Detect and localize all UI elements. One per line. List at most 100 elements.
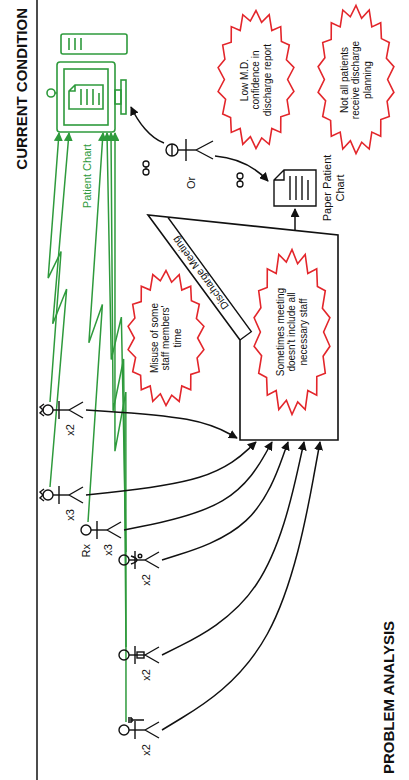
glasses-lens: [237, 173, 243, 179]
count-label: x2: [140, 574, 153, 586]
count-label: x2: [64, 424, 77, 436]
problem-burst: Misuse of some staff members' time: [126, 269, 206, 407]
staff-figure: x3: [42, 483, 84, 507]
staff-figure: x2: [118, 718, 160, 742]
figure-arms: [96, 521, 97, 539]
chart-access-arrow: [115, 133, 126, 722]
figure-head: [43, 405, 53, 415]
stick-figure: [118, 718, 160, 742]
count-label: x3: [64, 509, 77, 521]
count-label: x2: [140, 669, 153, 681]
staff-figure: x2: [118, 548, 160, 572]
meeting-polygon: [148, 215, 338, 440]
doctor-head: [166, 144, 178, 156]
stethoscope: [131, 556, 137, 564]
figure-head: [119, 650, 129, 660]
stethoscope-bell: [138, 554, 142, 558]
burst-outline: [128, 271, 204, 406]
glasses-icon: [143, 161, 149, 175]
problem-text: Not all patients receive discharge plann…: [339, 39, 374, 121]
figure-legs: [69, 487, 83, 503]
flow-arrow: [162, 442, 288, 560]
section-heading: PROBLEM ANALYSIS: [380, 621, 397, 774]
glasses-bridge: [145, 167, 146, 169]
count-label: x2: [140, 744, 153, 756]
flow-arrow: [86, 442, 256, 495]
figure-body: [53, 494, 69, 495]
figure-head: [43, 490, 53, 500]
glasses-icon: [237, 173, 243, 187]
stick-figure: [118, 548, 160, 572]
paper-chart-node: Paper Patient Chart: [272, 168, 318, 208]
problem-text: Sometimes meeting doesn't include all ne…: [275, 286, 310, 378]
burst-text-holder: Low M.D. confidence in discharge report: [239, 42, 274, 118]
figure-arms: [134, 551, 135, 569]
figure-body: [53, 409, 69, 410]
doctor-arrow: [215, 156, 268, 181]
flow-arrow: [294, 209, 296, 230]
computer-tower: [61, 34, 127, 54]
heading-rule: [36, 0, 38, 780]
section-heading: CURRENT CONDITION: [13, 8, 30, 170]
screen-document: [69, 85, 103, 109]
mouse: [47, 89, 55, 97]
figure-hat: [40, 404, 44, 416]
staff-figure: x2: [42, 398, 84, 422]
monitor-stand: [115, 90, 121, 104]
meeting-band: [168, 218, 251, 341]
glasses-lens: [143, 169, 149, 175]
burst-outline: [254, 250, 330, 415]
count-label: x3: [102, 544, 115, 556]
problem-burst: Not all patients receive discharge plann…: [316, 5, 396, 156]
figure-hat: [40, 489, 44, 501]
monitor-base: [121, 80, 126, 114]
figure-apron: [137, 652, 144, 658]
paper-lines: [290, 176, 308, 200]
burst-outline: [218, 11, 294, 149]
flow-arrow: [162, 442, 304, 655]
figure-legs: [145, 647, 159, 663]
figure-head: [119, 725, 129, 735]
meeting-title: Discharge Meeting: [169, 235, 231, 313]
flow-arrow: [86, 410, 237, 438]
figure-head: [119, 555, 129, 565]
count-label: Rx: [80, 544, 93, 557]
glasses-lens: [237, 181, 243, 187]
paper-label-holder: Paper Patient Chart: [321, 148, 346, 228]
figure-legs: [145, 722, 159, 738]
chart-label: Patient Chart: [81, 144, 94, 208]
burst-outline: [318, 6, 394, 154]
burst-text-holder: Misuse of some staff members' time: [149, 301, 184, 375]
stick-figure: [80, 518, 122, 542]
doctor-arms: [185, 139, 186, 161]
tower-slots: [69, 38, 81, 50]
doctor-legs: [196, 141, 213, 159]
chart-access-arrow: [48, 133, 61, 402]
problem-burst: Sometimes meeting doesn't include all ne…: [252, 248, 332, 416]
doctor-body: [178, 149, 196, 150]
burst-text-holder: Not all patients receive discharge plann…: [339, 39, 374, 121]
document-lines: [81, 89, 99, 105]
figure-legs: [69, 402, 83, 418]
figure-legs: [145, 552, 159, 568]
fork-icon: [128, 718, 144, 722]
stick-figure: [42, 398, 84, 422]
or-note: Or: [185, 177, 198, 189]
flow-arrow: [162, 442, 320, 730]
doctor-mask: [171, 144, 172, 156]
chart-label: Paper Patient Chart: [321, 148, 346, 228]
paper-sheet: [274, 170, 316, 206]
figure-body: [91, 529, 107, 530]
figure-arms: [58, 486, 59, 504]
figure-body: [129, 729, 145, 730]
paper-chart-drawing: [272, 168, 318, 208]
doctor-figure: [166, 139, 213, 161]
chart-access-arrow: [111, 133, 126, 647]
glasses-bridge: [239, 179, 240, 181]
staff-figure: Rxx3: [80, 518, 122, 542]
problem-burst: Low M.D. confidence in discharge report: [216, 10, 296, 151]
burst-text-holder: Sometimes meeting doesn't include all ne…: [275, 286, 310, 378]
figure-legs: [107, 522, 121, 538]
computer-drawing: [45, 30, 129, 138]
